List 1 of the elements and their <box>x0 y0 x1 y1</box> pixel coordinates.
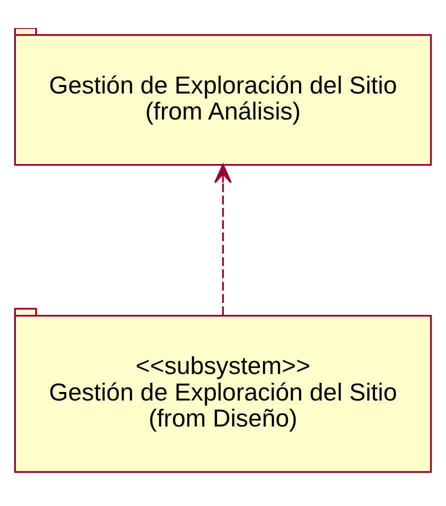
arrow <box>214 164 232 315</box>
